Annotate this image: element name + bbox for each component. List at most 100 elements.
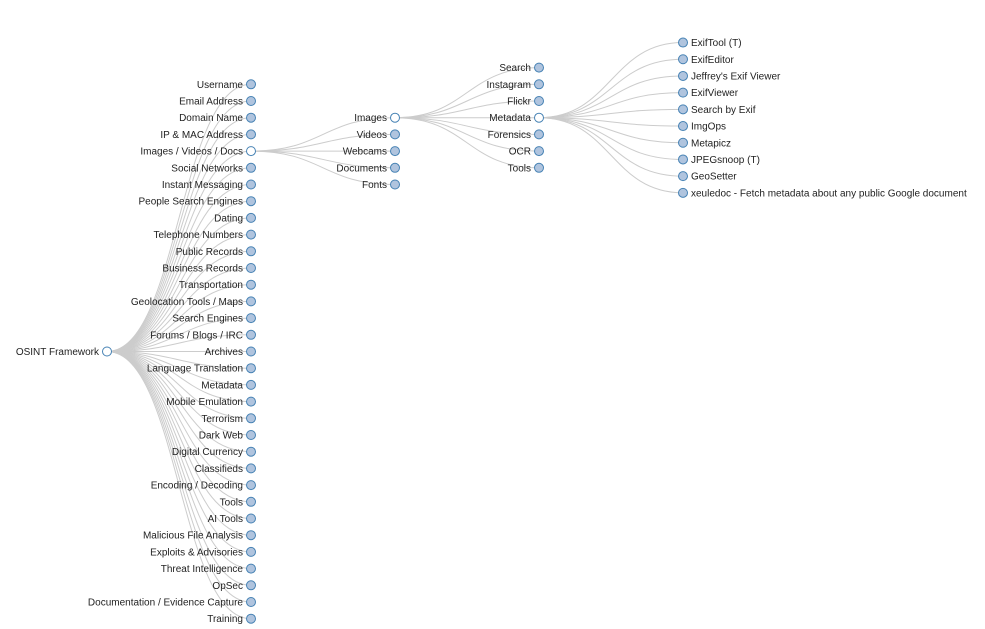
tree-node-osint-framework-dating[interactable]: Dating [214,212,256,224]
tree-node-label[interactable]: Dating [214,213,243,224]
tree-node-label[interactable]: Images [354,113,387,124]
collapsed-node-circle-icon[interactable] [246,530,256,541]
collapsed-node-circle-icon[interactable] [246,496,256,507]
tree-node-osint-framework-digital-currency[interactable]: Digital Currency [172,446,256,458]
tree-node-osint-framework-images-videos-docs-images-forensics[interactable]: Forensics [488,129,544,141]
tree-node-label[interactable]: Instagram [487,80,531,91]
tree-node-label[interactable]: Social Networks [171,163,243,174]
tree-node-osint-framework-forums-blogs-irc[interactable]: Forums / Blogs / IRC [150,329,256,341]
tree-node-osint-framework-exploits-advisories[interactable]: Exploits & Advisories [150,546,256,558]
collapsed-node-circle-icon[interactable] [678,104,688,115]
tree-node-osint-framework-threat-intelligence[interactable]: Threat Intelligence [161,563,256,575]
tree-node-label[interactable]: Geolocation Tools / Maps [131,297,243,308]
collapsed-node-circle-icon[interactable] [678,137,688,148]
collapsed-node-circle-icon[interactable] [390,162,400,173]
collapsed-node-circle-icon[interactable] [246,246,256,257]
tree-node-osint-framework-social-networks[interactable]: Social Networks [171,162,256,174]
tree-node-osint-framework-metadata[interactable]: Metadata [201,379,256,391]
collapsed-node-circle-icon[interactable] [678,171,688,182]
tree-node-label[interactable]: Malicious File Analysis [143,531,243,542]
tree-node-label[interactable]: Metapicz [691,138,731,149]
collapsed-node-circle-icon[interactable] [678,154,688,165]
tree-node-osint-framework-domain-name[interactable]: Domain Name [179,112,256,124]
tree-node-label[interactable]: Search Engines [172,314,243,325]
collapsed-node-circle-icon[interactable] [678,54,688,65]
tree-node-osint-framework-tools[interactable]: Tools [220,496,256,508]
collapsed-node-circle-icon[interactable] [390,129,400,140]
tree-node-label[interactable]: Archives [205,347,243,358]
tree-node-osint-framework-images-videos-docs-images-instagram[interactable]: Instagram [487,79,544,91]
tree-node-label[interactable]: Documents [336,163,387,174]
tree-node-label[interactable]: Public Records [176,247,243,258]
tree-node-osint-framework-images-videos-docs-images[interactable]: Images [354,112,400,124]
tree-node-label[interactable]: People Search Engines [138,197,243,208]
tree-node-label[interactable]: Exploits & Advisories [150,547,243,558]
collapsed-node-circle-icon[interactable] [246,597,256,607]
tree-node-label[interactable]: Threat Intelligence [161,564,244,575]
tree-node-osint-framework-classifieds[interactable]: Classifieds [195,463,256,475]
tree-node-label[interactable]: Training [207,614,243,625]
collapsed-node-circle-icon[interactable] [246,212,256,223]
tree-node-label[interactable]: Documentation / Evidence Capture [88,598,244,609]
tree-node-osint-framework-geolocation-tools-maps[interactable]: Geolocation Tools / Maps [131,296,256,308]
tree-node-osint-framework-instant-messaging[interactable]: Instant Messaging [162,179,256,191]
tree-node-label[interactable]: ImgOps [691,122,726,133]
tree-node-osint-framework-username[interactable]: Username [197,79,256,91]
collapsed-node-circle-icon[interactable] [246,480,256,491]
tree-node-osint-framework-images-videos-docs-fonts[interactable]: Fonts [362,179,400,191]
tree-node-osint-framework-images-videos-docs-images-metadata-exifeditor[interactable]: ExifEditor [678,54,735,66]
collapsed-node-circle-icon[interactable] [246,279,256,290]
collapsed-node-circle-icon[interactable] [246,430,256,440]
tree-node-osint-framework-ai-tools[interactable]: AI Tools [208,513,256,525]
tree-node-osint-framework-images-videos-docs-images-search[interactable]: Search [499,62,544,74]
tree-node-label[interactable]: Search by Exif [691,105,756,116]
tree-node-osint-framework-email-address[interactable]: Email Address [179,96,256,108]
tree-node-osint-framework-opsec[interactable]: OpSec [212,580,256,592]
tree-node-label[interactable]: OpSec [212,581,243,592]
tree-node-osint-framework-images-videos-docs-images-tools[interactable]: Tools [508,162,544,174]
collapsed-node-circle-icon[interactable] [246,546,256,557]
collapsed-node-circle-icon[interactable] [390,179,400,190]
collapsed-node-circle-icon[interactable] [534,146,544,157]
tree-node-label[interactable]: OCR [509,147,531,158]
collapsed-node-circle-icon[interactable] [246,580,256,591]
tree-node-osint-framework-search-engines[interactable]: Search Engines [172,313,256,325]
tree-node-osint-framework-language-translation[interactable]: Language Translation [147,363,256,375]
collapsed-node-circle-icon[interactable] [246,296,256,307]
tree-node-osint-framework-terrorism[interactable]: Terrorism [201,413,256,425]
collapsed-node-circle-icon[interactable] [534,162,544,173]
tree-node-label[interactable]: Mobile Emulation [166,397,243,408]
tree-node-label[interactable]: Username [197,80,244,91]
tree-node-label[interactable]: ExifViewer [691,88,739,99]
collapsed-node-circle-icon[interactable] [246,329,256,340]
collapsed-node-circle-icon[interactable] [678,37,688,48]
tree-node-label[interactable]: Terrorism [201,414,243,425]
tree-node-osint-framework-images-videos-docs-documents[interactable]: Documents [336,162,400,174]
collapsed-node-circle-icon[interactable] [246,96,256,106]
tree-node-osint-framework-images-videos-docs-images-metadata[interactable]: Metadata [489,112,544,124]
tree-node-osint-framework-images-videos-docs-images-ocr[interactable]: OCR [509,146,544,158]
tree-node-label[interactable]: ExifEditor [691,55,734,66]
tree-node-osint-framework-images-videos-docs-images-metadata-geosetter[interactable]: GeoSetter [678,171,738,183]
tree-node-osint-framework-business-records[interactable]: Business Records [162,263,256,275]
collapsed-node-circle-icon[interactable] [246,112,256,123]
collapsed-node-circle-icon[interactable] [246,346,256,357]
tree-node-label[interactable]: IP & MAC Address [160,130,243,141]
tree-node-osint-framework-images-videos-docs-images-metadata-jeffrey-s-exif-viewer[interactable]: Jeffrey's Exif Viewer [678,70,782,82]
collapsed-node-circle-icon[interactable] [246,413,256,424]
collapsed-node-circle-icon[interactable] [246,396,256,407]
tree-node-label[interactable]: JPEGsnoop (T) [691,155,760,166]
tree-node-osint-framework-public-records[interactable]: Public Records [176,246,256,258]
tree-node-osint-framework-documentation-evidence-capture[interactable]: Documentation / Evidence Capture [88,597,256,609]
tree-node-label[interactable]: Metadata [201,380,243,391]
tree-node-label[interactable]: Language Translation [147,364,243,375]
tree-node-label[interactable]: Instant Messaging [162,180,243,191]
tree-node-label[interactable]: Forums / Blogs / IRC [150,330,243,341]
collapsed-node-circle-icon[interactable] [246,162,256,173]
tree-node-label[interactable]: Videos [357,130,387,141]
tree-node-label[interactable]: Flickr [507,97,532,108]
tree-node-label[interactable]: Encoding / Decoding [151,481,243,492]
expanded-node-circle-icon[interactable] [246,146,256,157]
tree-node-label[interactable]: OSINT Framework [16,347,100,358]
tree-node-osint-framework-images-videos-docs-images-metadata-search-by-exif[interactable]: Search by Exif [678,104,756,116]
